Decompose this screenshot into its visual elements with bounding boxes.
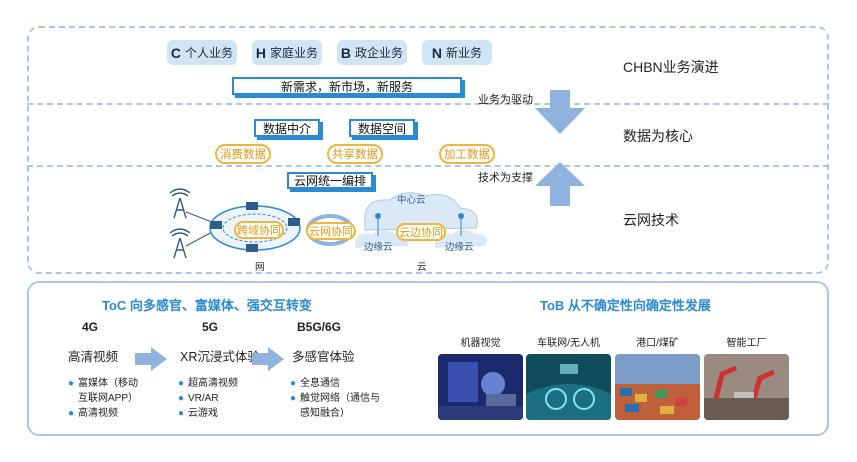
vehicle-network-image	[526, 354, 611, 420]
scenario-label-factory: 智能工厂	[726, 338, 767, 349]
divider-1	[27, 103, 829, 105]
pill-consume-data: 消费数据	[215, 144, 271, 164]
router-icon	[246, 244, 258, 252]
gen-4g-title: 高清视频	[68, 350, 119, 364]
data-box-broker: 数据中介	[254, 119, 320, 137]
port-mine-image	[615, 354, 700, 420]
arrow-down-label: 业务为驱动	[478, 94, 533, 106]
arrow-up-icon	[535, 162, 585, 206]
pill-cross-domain: 跨域协同	[234, 221, 284, 239]
gen-5g-bullets: ●超高清视频 ●VR/AR ●云游戏	[178, 378, 238, 419]
scenario-label-port: 港口/煤矿	[636, 338, 679, 349]
arrow-up-label: 技术为支撑	[478, 172, 533, 184]
center-cloud-label: 中心云	[397, 195, 426, 206]
gen-b5g-bullets: ●全息通信 ●触觉网络（通信与 感知融合）	[290, 378, 380, 419]
machine-vision-image	[438, 354, 523, 420]
gen-b5g: B5G/6G	[297, 320, 342, 334]
gen-5g: 5G	[202, 320, 219, 334]
top-frame	[27, 26, 829, 274]
gen-5g-title: XR沉浸式体验	[180, 350, 260, 364]
label-data-core: 数据为核心	[623, 128, 693, 144]
gen-4g-bullets: ●富媒体（移动 互联网APP） ●高清视频	[68, 378, 139, 419]
cloud-label: 云	[417, 262, 427, 273]
label-cloud-net-tech: 云网技术	[623, 212, 679, 228]
cloud-net-orchestration: 云网统一编排	[287, 172, 373, 189]
edge-cloud-label-right: 边缘云	[445, 242, 474, 253]
toc-title: ToC 向多感官、富媒体、强交互转变	[102, 298, 312, 313]
smart-factory-image	[704, 354, 789, 420]
arrow-down-icon	[535, 90, 585, 134]
pill-cloud-net: 云网协同	[306, 222, 356, 240]
arrow-right-icon	[135, 347, 167, 371]
scenario-label-iov: 车联网/无人机	[537, 338, 600, 349]
divider-2	[27, 165, 829, 167]
router-icon	[210, 221, 222, 229]
pill-share-data: 共享数据	[327, 144, 383, 164]
bottom-frame	[27, 281, 829, 436]
scenario-label-vision: 机器视觉	[460, 338, 501, 349]
net-label: 网	[255, 262, 265, 273]
edge-cloud-label-left: 边缘云	[364, 242, 393, 253]
label-chbn: CHBN业务演进	[623, 59, 719, 75]
pill-process-data: 加工数据	[439, 144, 495, 164]
pill-cloud-edge: 云边协同	[396, 223, 446, 241]
router-icon	[288, 218, 300, 226]
arrow-right-icon	[252, 347, 284, 371]
gen-4g: 4G	[82, 320, 99, 334]
gen-b5g-title: 多感官体验	[292, 350, 355, 364]
data-box-space: 数据空间	[349, 119, 415, 137]
tob-title: ToB 从不确定性向确定性发展	[540, 298, 711, 313]
new-demand-bar: 新需求，新市场，新服务	[232, 77, 462, 95]
tower-icon	[169, 188, 191, 259]
router-icon	[246, 202, 258, 210]
